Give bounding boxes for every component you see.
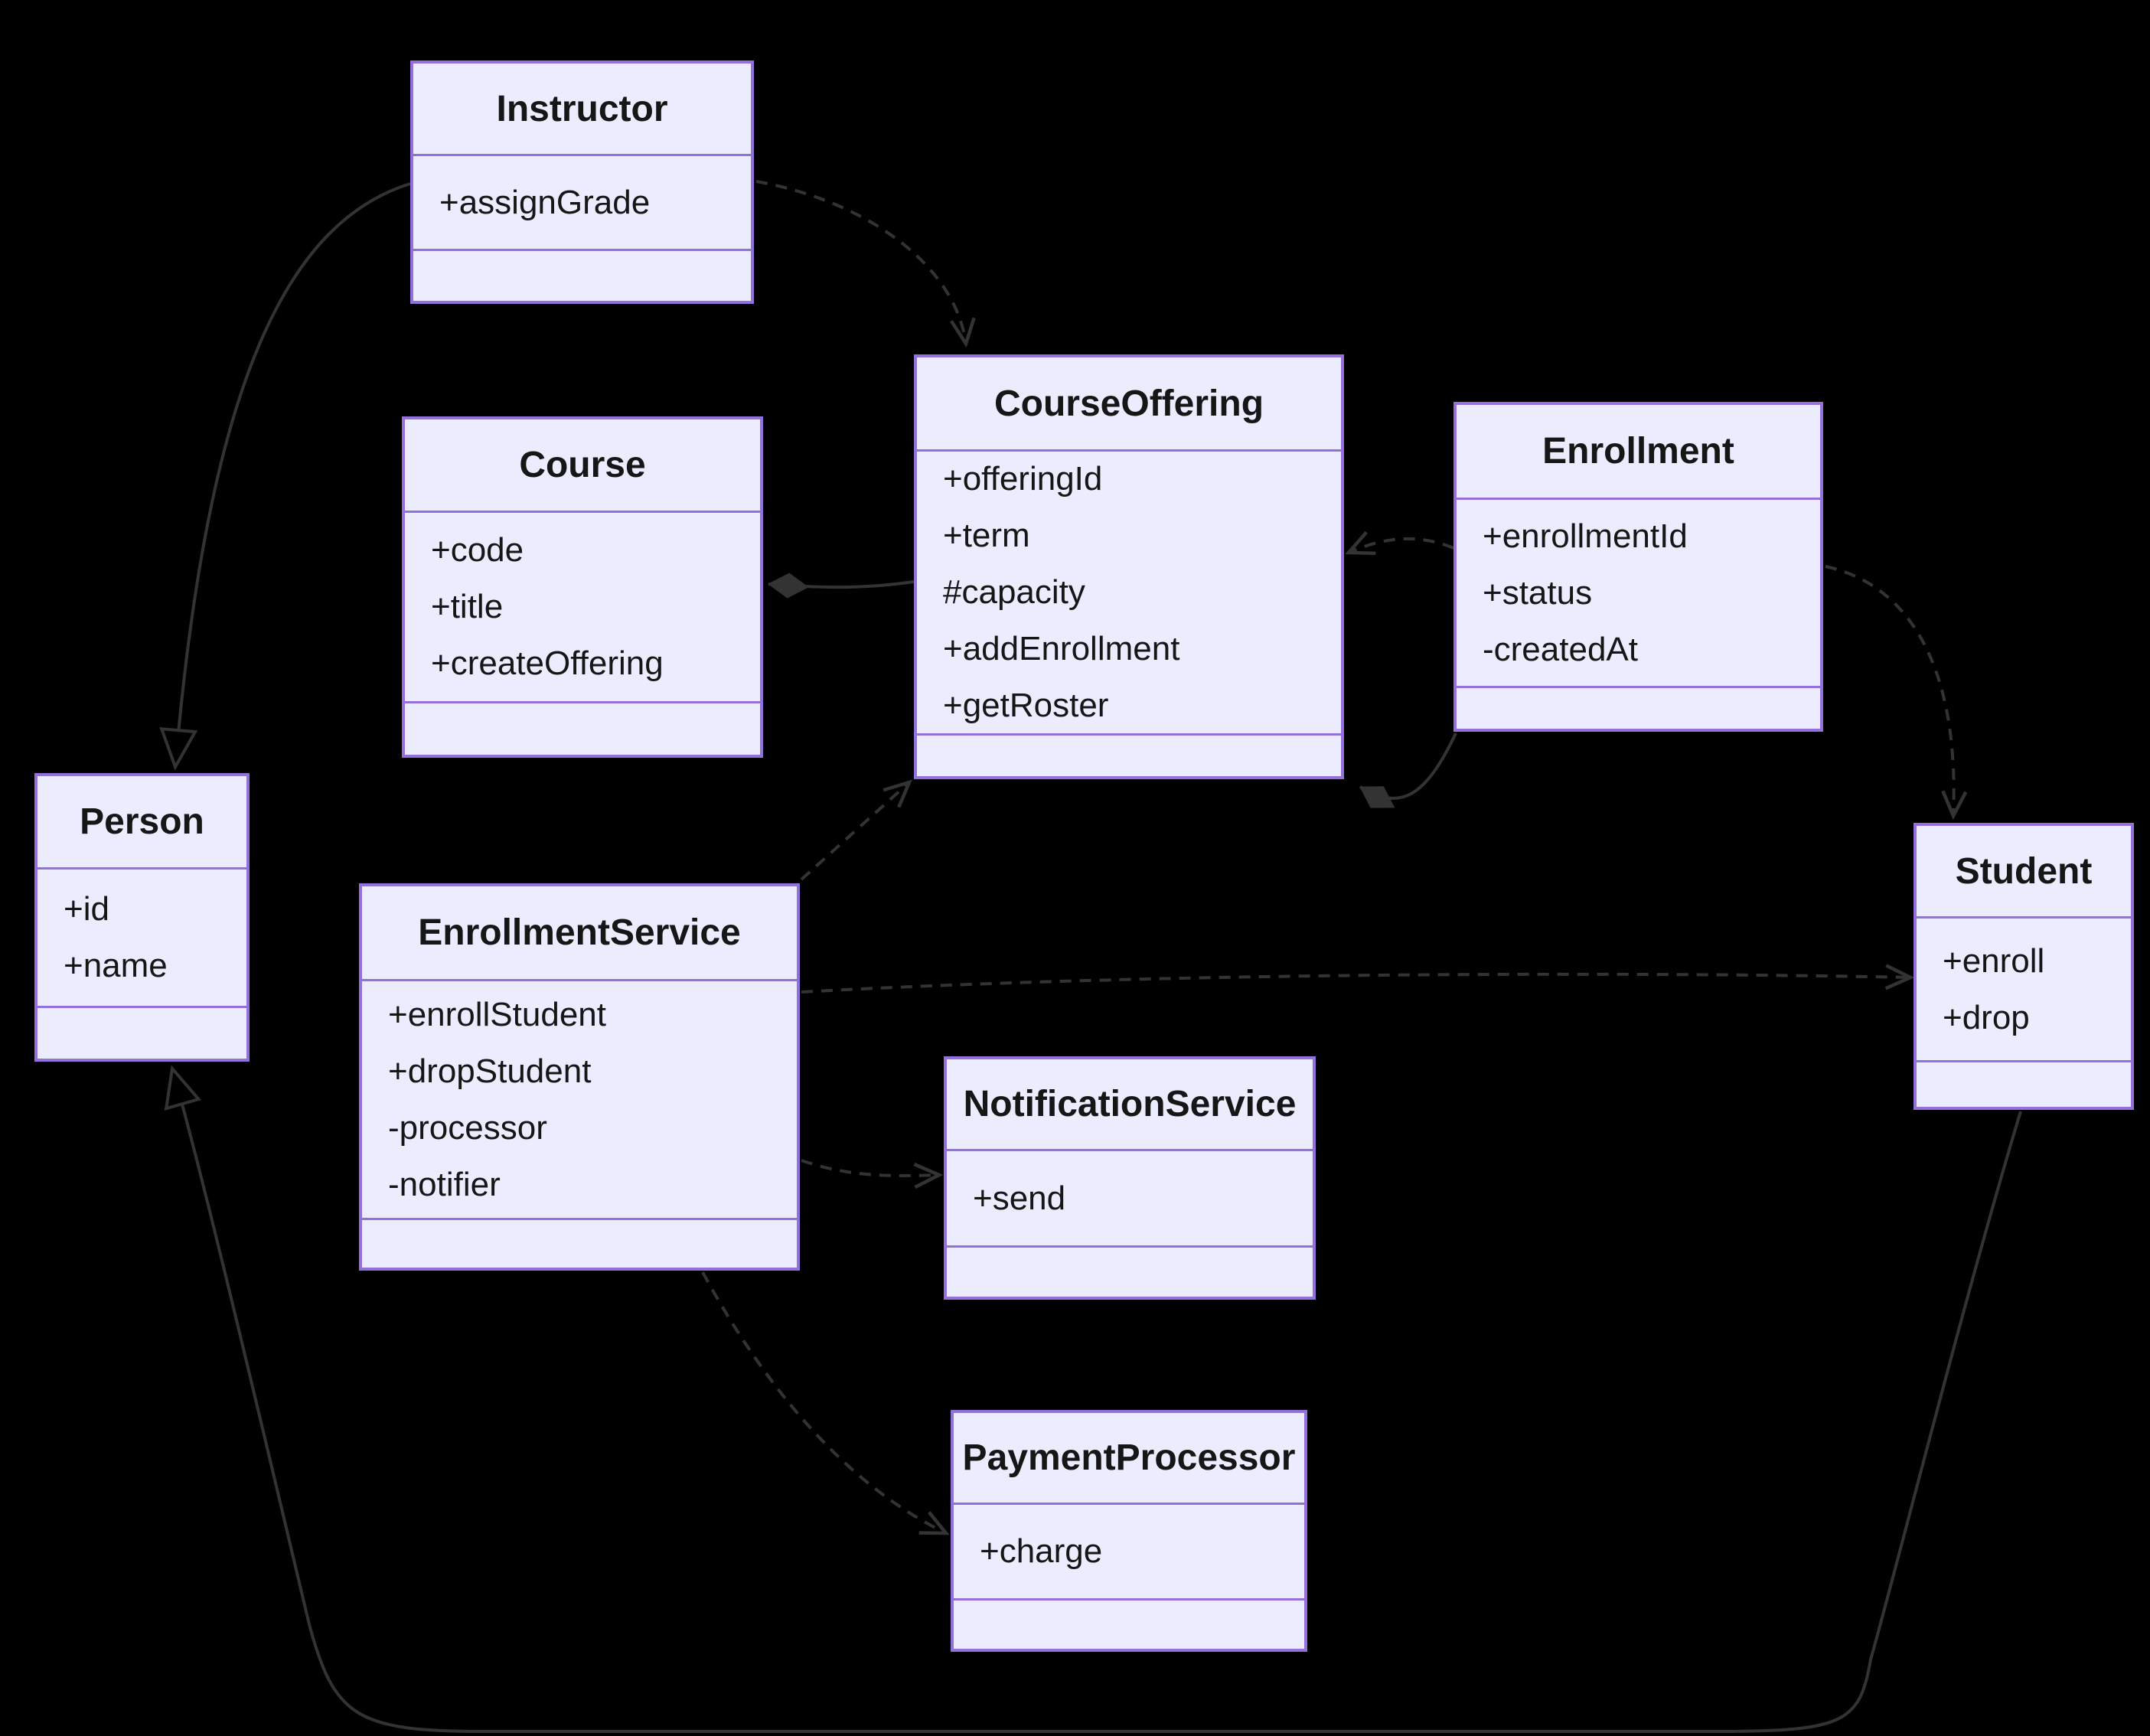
edge-enrollmentservice-to-courseoffering-dependency [800, 779, 912, 881]
class-person: Person +id +name [34, 773, 250, 1062]
edge-enrollmentservice-to-student-dependency [801, 964, 1915, 994]
member-line: +name [64, 947, 168, 984]
class-paymentprocessor-name: PaymentProcessor [962, 1437, 1296, 1478]
edge-enrollment-to-student-dependency [1825, 565, 1968, 821]
class-student-name: Student [1955, 850, 2093, 892]
member-line: +createOffering [431, 644, 664, 682]
class-course: Course +code +title +createOffering [402, 416, 763, 758]
member-line: -notifier [388, 1165, 501, 1203]
member-line: +status [1483, 573, 1593, 612]
member-line: +charge [980, 1532, 1103, 1570]
member-line: +offeringId [943, 460, 1103, 498]
class-course-methods-empty [405, 701, 760, 755]
edge-instructor-to-courseoffering-dependency [755, 180, 976, 348]
member-line: +enroll [1943, 941, 2045, 980]
class-courseoffering-members: +offeringId +term #capacity +addEnrollme… [917, 449, 1341, 733]
member-line: +enrollmentId [1483, 517, 1688, 555]
class-enrollment-name: Enrollment [1542, 431, 1734, 472]
class-enrollmentservice-methods-empty [362, 1218, 797, 1268]
class-courseoffering: CourseOffering +offeringId +term #capaci… [914, 354, 1344, 779]
class-paymentprocessor-members: +charge [954, 1503, 1304, 1598]
class-courseoffering-name: CourseOffering [993, 383, 1264, 424]
edge-enrollmentservice-to-notificationservice-dependency [801, 1159, 944, 1189]
class-notificationservice-methods-empty [947, 1245, 1313, 1297]
edge-instructor-to-person-inheritance [175, 182, 411, 767]
class-enrollment-members: +enrollmentId +status -createdAt [1457, 498, 1820, 686]
member-line: +drop [1943, 998, 2030, 1036]
class-instructor-methods-empty [413, 249, 751, 301]
member-line: +getRoster [943, 687, 1109, 724]
member-line: -createdAt [1483, 630, 1638, 668]
member-line: -processor [388, 1108, 547, 1147]
edge-enrollment-to-courseoffering-dependency [1345, 530, 1454, 556]
class-enrollmentservice-members: +enrollStudent +dropStudent -processor -… [362, 979, 797, 1218]
member-line: +term [943, 517, 1030, 554]
class-notificationservice-name: NotificationService [963, 1084, 1297, 1124]
member-line: +id [64, 890, 109, 928]
class-enrollmentservice: EnrollmentService +enrollStudent +dropSt… [359, 883, 800, 1271]
class-instructor-members: +assignGrade [413, 154, 751, 249]
class-courseoffering-methods-empty [917, 733, 1341, 776]
class-notificationservice-members: +send [947, 1149, 1313, 1245]
class-person-name: Person [80, 801, 204, 842]
class-paymentprocessor-methods-empty [954, 1598, 1304, 1649]
member-line: +dropStudent [388, 1052, 592, 1090]
edge-courseoffering-to-enrollment-composition [1359, 733, 1457, 808]
member-line: +code [431, 531, 524, 569]
class-course-name: Course [519, 445, 646, 485]
class-paymentprocessor: PaymentProcessor +charge [951, 1410, 1307, 1652]
class-student-methods-empty [1917, 1060, 2131, 1107]
class-student-members: +enroll +drop [1917, 916, 2131, 1060]
edge-enrollmentservice-to-paymentprocessor-dependency [701, 1271, 950, 1535]
member-line: +title [431, 588, 504, 625]
member-line: +addEnrollment [943, 630, 1180, 667]
class-instructor-name: Instructor [496, 88, 668, 129]
class-enrollment-methods-empty [1457, 686, 1820, 729]
edge-course-to-courseoffering-composition [768, 573, 915, 599]
member-line: +assignGrade [439, 183, 651, 221]
member-line: #capacity [943, 573, 1085, 611]
member-line: +send [973, 1179, 1066, 1217]
class-student: Student +enroll +drop [1913, 823, 2134, 1110]
class-person-methods-empty [38, 1006, 246, 1059]
member-line: +enrollStudent [388, 995, 606, 1033]
class-enrollmentservice-name: EnrollmentService [418, 912, 741, 953]
edge-student-to-person-inheritance [172, 1069, 2022, 1733]
class-person-members: +id +name [38, 867, 246, 1006]
class-course-members: +code +title +createOffering [405, 511, 760, 701]
class-enrollment: Enrollment +enrollmentId +status -create… [1453, 402, 1823, 732]
class-instructor: Instructor +assignGrade [410, 60, 754, 304]
class-notificationservice: NotificationService +send [944, 1056, 1316, 1300]
